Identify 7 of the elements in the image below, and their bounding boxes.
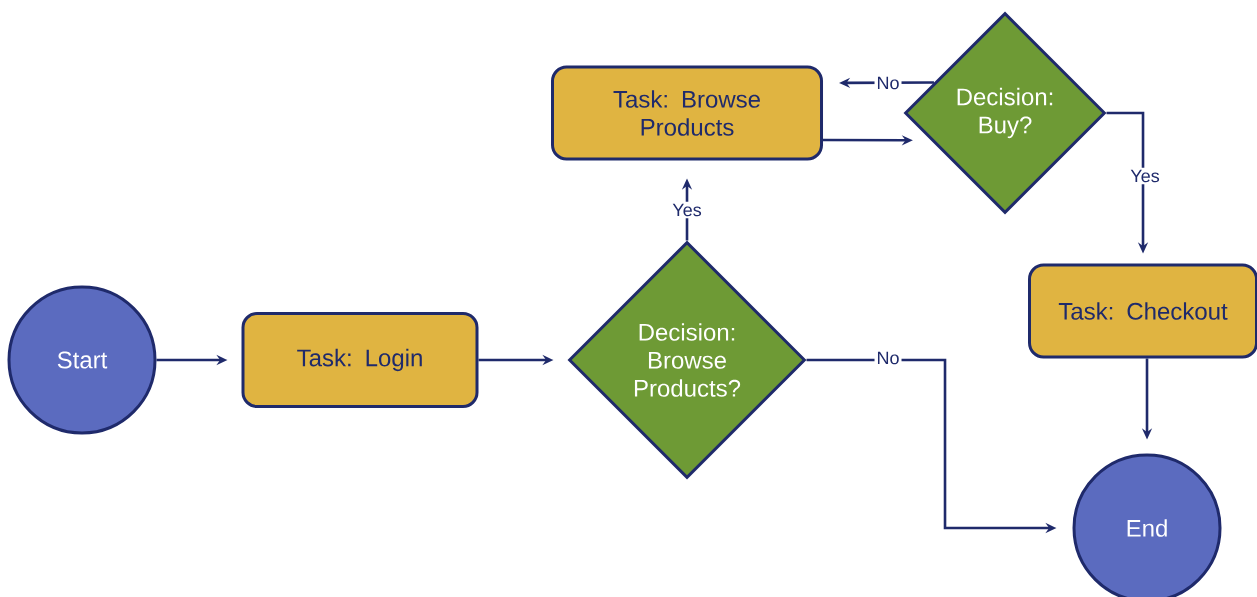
edge-label: No <box>874 349 902 367</box>
task-box: Task: Browse Products <box>551 65 823 161</box>
task-box: Task: Login <box>241 312 479 408</box>
task-box: Task: Checkout <box>1028 263 1257 359</box>
edge-label: Yes <box>1128 167 1162 185</box>
edge-label: Yes <box>670 201 704 219</box>
edge-label: No <box>874 74 902 92</box>
